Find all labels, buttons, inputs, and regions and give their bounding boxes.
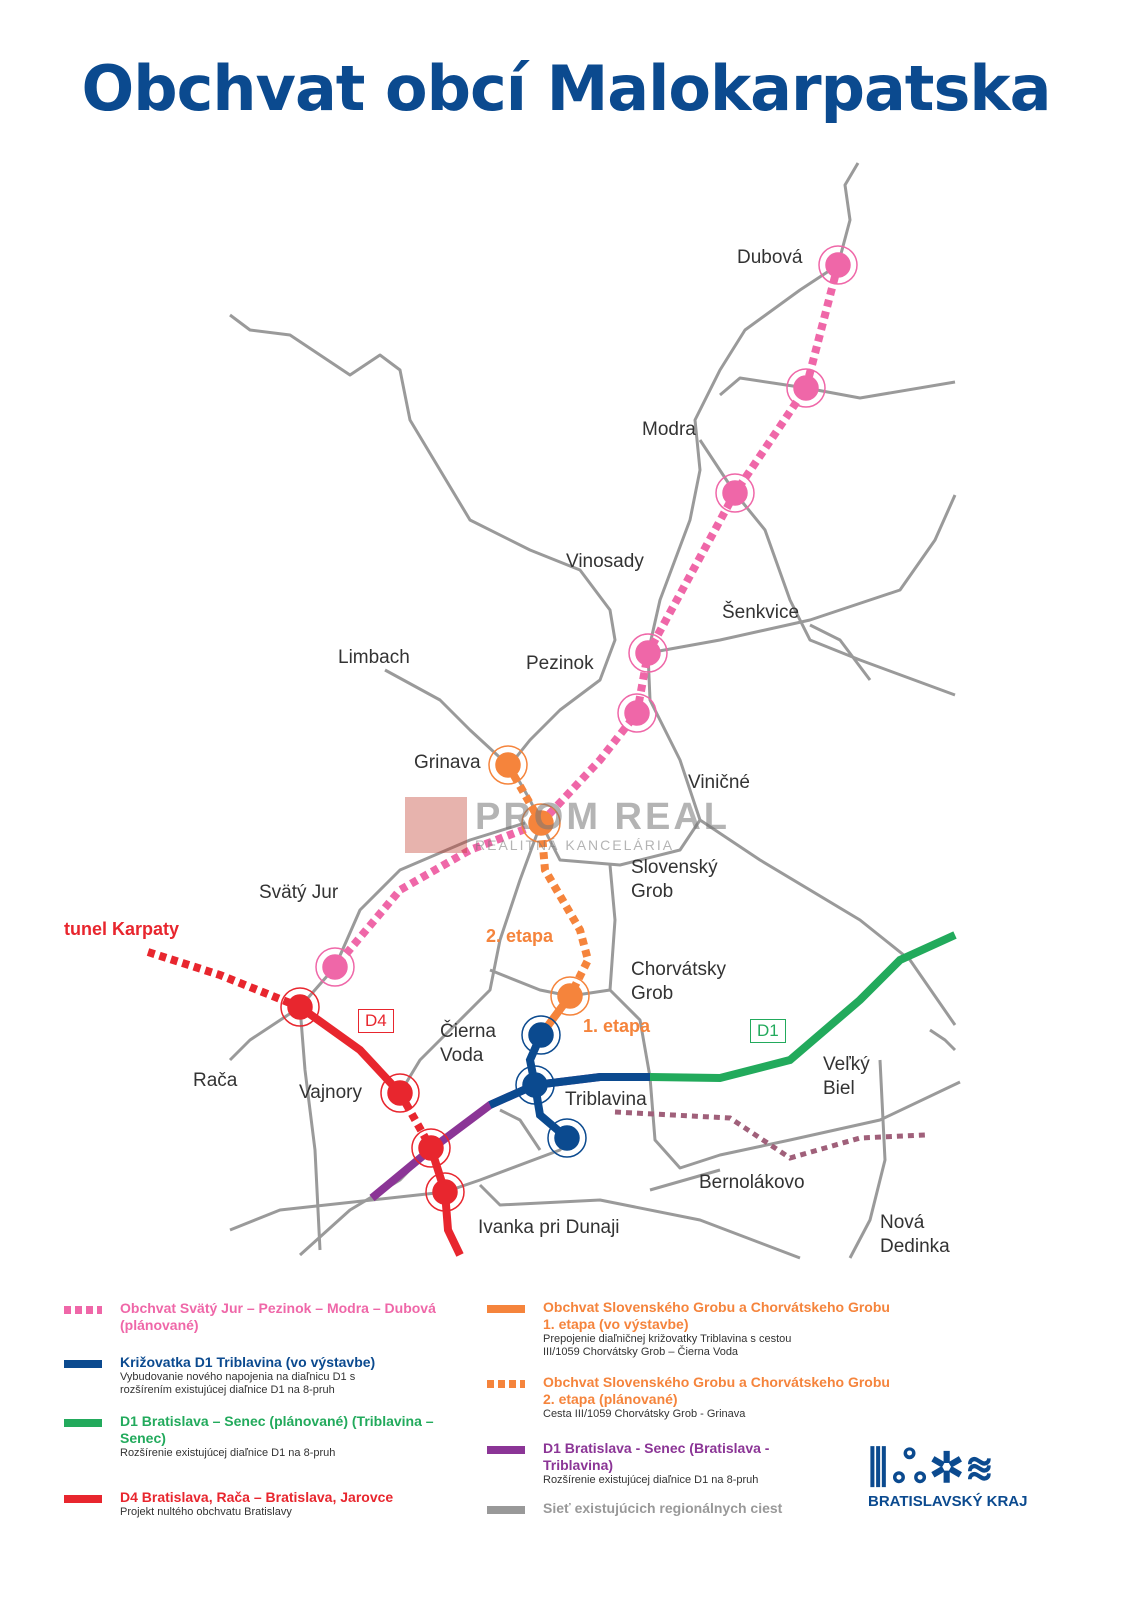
label-etapa-2: 2. etapa bbox=[486, 926, 554, 946]
place-triblavina: Triblavina bbox=[565, 1089, 647, 1110]
d1-senec-route bbox=[649, 931, 957, 1083]
place-line: Voda bbox=[440, 1045, 484, 1066]
place-senkvice: Šenkvice bbox=[722, 602, 800, 623]
legend-swatch bbox=[64, 1419, 102, 1427]
label-tunel-karpaty: tunel Karpaty bbox=[64, 919, 180, 939]
routes bbox=[146, 263, 957, 1257]
badge-d1: D1 bbox=[750, 1019, 786, 1043]
place-svaty-jur: Svätý Jur bbox=[259, 882, 339, 903]
place-ivanka: Ivanka pri Dunaji bbox=[478, 1217, 620, 1238]
legend-swatch bbox=[487, 1506, 525, 1514]
legend-item: Križovatka D1 Triblavina (vo výstavbe)Vy… bbox=[64, 1354, 440, 1397]
legend-item: Obchvat Slovenského Grobu a Chorvátskeho… bbox=[487, 1374, 903, 1421]
place-grinava: Grinava bbox=[414, 752, 481, 773]
place-vinosady: Vinosady bbox=[566, 551, 644, 572]
legend-desc: Prepojenie diaľničnej križovatky Triblav… bbox=[543, 1333, 792, 1358]
place-raca: Rača bbox=[193, 1070, 238, 1091]
legend-title: Križovatka D1 Triblavina (vo výstavbe) bbox=[120, 1354, 376, 1370]
place-bernolakovo: Bernolákovo bbox=[699, 1172, 805, 1193]
legend-desc: Projekt nultého obchvatu Bratislavy bbox=[120, 1506, 292, 1518]
place-line: Dedinka bbox=[880, 1236, 950, 1257]
legend-desc: Cesta III/1059 Chorvátsky Grob - Grinava bbox=[543, 1408, 746, 1420]
legend-swatch bbox=[487, 1305, 525, 1313]
place-pezinok: Pezinok bbox=[526, 653, 594, 674]
legend-item: Obchvat Slovenského Grobu a Chorvátskeho… bbox=[487, 1299, 903, 1359]
legend-desc: Vybudovanie nového napojenia na diaľnicu… bbox=[120, 1371, 356, 1396]
legend-swatch bbox=[487, 1380, 525, 1388]
legend-title: Obchvat Svätý Jur – Pezinok – Modra – Du… bbox=[120, 1300, 436, 1333]
legend-desc: Rozšírenie existujúcej diaľnice D1 na 8-… bbox=[543, 1474, 759, 1486]
watermark-title: PROM REAL bbox=[475, 796, 730, 838]
legend-item: D1 Bratislava – Senec (plánované) (Tribl… bbox=[64, 1413, 440, 1460]
legend-title: D4 Bratislava, Rača – Bratislava, Jarovc… bbox=[120, 1489, 394, 1505]
legend-title: Obchvat Slovenského Grobu a Chorvátskeho… bbox=[543, 1374, 890, 1407]
page-title: Obchvat obcí Malokarpatska bbox=[81, 52, 1052, 125]
place-line: Biel bbox=[823, 1078, 855, 1099]
pink-route bbox=[331, 263, 842, 970]
label-etapa-1: 1. etapa bbox=[583, 1016, 651, 1036]
legend-item: D1 Bratislava - Senec (Bratislava - Trib… bbox=[487, 1440, 843, 1487]
d4-tunnel bbox=[146, 948, 302, 1011]
legend-swatch bbox=[64, 1495, 102, 1503]
legend-swatch bbox=[487, 1446, 525, 1454]
brand-name: BRATISLAVSKÝ KRAJ bbox=[868, 1493, 1028, 1510]
brand-logo: ⫼ஃ✲≋ BRATISLAVSKÝ KRAJ bbox=[868, 1443, 1028, 1511]
legend-item: Obchvat Svätý Jur – Pezinok – Modra – Du… bbox=[64, 1300, 440, 1334]
place-limbach: Limbach bbox=[338, 647, 410, 668]
place-line: Grob bbox=[631, 881, 674, 902]
place-modra: Modra bbox=[642, 419, 696, 440]
junction-markers bbox=[280, 245, 858, 1212]
legend-item: D4 Bratislava, Rača – Bratislava, Jarovc… bbox=[64, 1489, 440, 1519]
legend-title: Sieť existujúcich regionálnych ciest bbox=[543, 1500, 783, 1516]
place-line: Grob bbox=[631, 983, 674, 1004]
legend-item: Sieť existujúcich regionálnych ciest bbox=[487, 1500, 843, 1517]
place-line: Nová bbox=[880, 1212, 925, 1233]
brand-emblem-icon: ⫼ஃ✲≋ bbox=[868, 1443, 997, 1492]
watermark-mark-icon bbox=[405, 797, 467, 853]
legend-desc: Rozšírenie existujúcej diaľnice D1 na 8-… bbox=[120, 1447, 336, 1459]
legend-title: D1 Bratislava – Senec (plánované) (Tribl… bbox=[120, 1413, 434, 1446]
watermark-subtitle: REALITNÁ KANCELÁRIA bbox=[475, 837, 675, 853]
place-line: Veľký bbox=[823, 1054, 870, 1075]
place-line: Chorvátsky bbox=[631, 959, 727, 980]
mauve-route bbox=[614, 1109, 926, 1161]
legend-title: Obchvat Slovenského Grobu a Chorvátskeho… bbox=[543, 1299, 890, 1332]
place-dubova: Dubová bbox=[737, 247, 803, 268]
place-line: Slovenský bbox=[631, 857, 718, 878]
d1-triblavina-junction bbox=[488, 1033, 650, 1142]
place-vajnory: Vajnory bbox=[299, 1082, 363, 1103]
place-line: Čierna bbox=[440, 1021, 496, 1042]
badge-d4: D4 bbox=[358, 1009, 394, 1033]
legend-swatch bbox=[64, 1306, 102, 1314]
orange-route-etapa2 bbox=[504, 763, 593, 998]
place-vinicne: Viničné bbox=[688, 772, 750, 793]
legend-title: D1 Bratislava - Senec (Bratislava - Trib… bbox=[543, 1440, 770, 1473]
legend-swatch bbox=[64, 1360, 102, 1368]
